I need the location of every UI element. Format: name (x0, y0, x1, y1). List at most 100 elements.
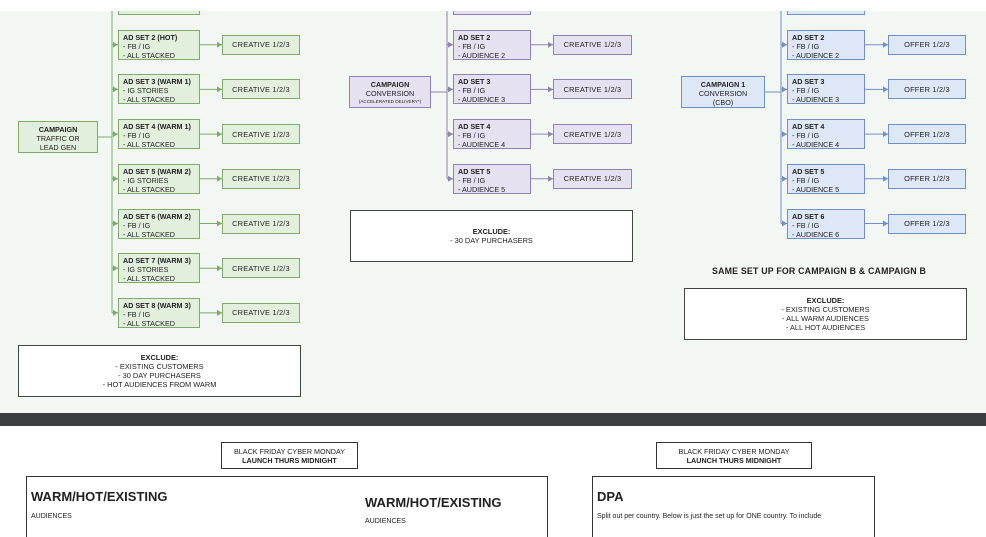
ad-set-line: - AUDIENCE 3 (458, 95, 506, 105)
ad-set-line: - ALL STACKED (123, 229, 175, 239)
ad-set-box[interactable]: AD SET 6 (WARM 2)- FB / IG- ALL STACKED (118, 208, 200, 239)
ad-set-line: - ALL STACKED (123, 184, 175, 194)
exclude-title: EXCLUDE: (806, 296, 845, 305)
campaign-title: CAMPAIGN (370, 80, 410, 89)
offer-box[interactable]: OFFER 1/2/3 (888, 168, 966, 189)
exclude-line: - 30 DAY PURCHASERS (118, 371, 201, 380)
exclude-line: - EXISTING CUSTOMERS (115, 362, 204, 371)
exclude-box: EXCLUDE:- EXISTING CUSTOMERS- 30 DAY PUR… (18, 345, 301, 397)
launch-banner-left: BLACK FRIDAY CYBER MONDAY LAUNCH THURS M… (221, 442, 358, 469)
ad-set-title: AD SET 6 (WARM 2) (123, 211, 191, 221)
ad-set-title: AD SET 5 (792, 166, 825, 176)
dpa-heading: DPA (597, 489, 624, 504)
ad-set-box[interactable]: AD SET 3- FB / IG- AUDIENCE 3 (453, 74, 531, 105)
ad-set-box[interactable]: AD SET 3 (WARM 1)- IG STORIES- ALL STACK… (118, 74, 200, 105)
ad-set-line: - AUDIENCE 2 (458, 50, 506, 60)
ad-set-title: AD SET 4 (792, 122, 825, 132)
ad-set-line: - FB / IG (458, 131, 486, 141)
ad-set-box[interactable]: AD SET 8 (WARM 3)- FB / IG- ALL STACKED (118, 297, 200, 328)
ad-set-title: AD SET 8 (WARM 3) (123, 300, 191, 310)
creative-box[interactable]: CREATIVE 1/2/3 (553, 168, 632, 189)
campaign-line: (CBO) (712, 98, 734, 107)
ad-set-line: - AUDIENCE 2 (792, 50, 840, 60)
exclude-line: - EXISTING CUSTOMERS (781, 305, 870, 314)
campaign-title: CAMPAIGN 1 (700, 80, 746, 89)
campaign-line: TRAFFIC OR (36, 134, 80, 143)
ad-set-box[interactable]: AD SET 4 (WARM 1)- FB / IG- ALL STACKED (118, 119, 200, 150)
ad-set-line: - FB / IG (792, 86, 820, 96)
ad-set-box[interactable]: AD SET 7 (WARM 3)- IG STORIES- ALL STACK… (118, 253, 200, 284)
ad-set-line: - FB / IG (123, 309, 151, 319)
creative-box[interactable]: CREATIVE 1/2/3 (222, 258, 300, 279)
offer-box[interactable]: OFFER 1/2/3 (888, 79, 966, 100)
dpa-description: Split out per country. Below is just the… (597, 513, 822, 520)
ad-set-title: AD SET 6 (792, 211, 825, 221)
launch-banner-right: BLACK FRIDAY CYBER MONDAY LAUNCH THURS M… (656, 442, 812, 469)
ad-set-box[interactable]: AD SET 2- FB / IG- AUDIENCE 2 (453, 29, 531, 60)
ad-set-box[interactable]: AD SET 4- FB / IG- AUDIENCE 4 (453, 119, 531, 150)
ad-set-title: AD SET 5 (WARM 2) (123, 166, 191, 176)
exclude-line: - 30 DAY PURCHASERS (450, 236, 533, 245)
ad-set-title: AD SET 4 (458, 122, 491, 132)
ad-set-box[interactable]: AD SET 5- FB / IG- AUDIENCE 5 (453, 163, 531, 194)
ad-set-box[interactable]: AD SET 4- FB / IG- AUDIENCE 4 (787, 119, 865, 150)
ad-set-title: AD SET 2 (458, 32, 491, 42)
ad-set-line: - ALL STACKED (123, 95, 175, 105)
campaign-line: CONVERSION (365, 89, 415, 98)
ad-set-title: AD SET 3 (792, 77, 825, 87)
ad-set-title: AD SET 2 (HOT) (123, 32, 178, 42)
ad-set-line: - AUDIENCE 3 (792, 95, 840, 105)
offer-box[interactable]: OFFER 1/2/3 (888, 124, 966, 145)
ad-set-line: - ALL STACKED (123, 274, 175, 284)
top-crop-edge (0, 0, 986, 11)
ad-set-box[interactable]: AD SET 5- FB / IG- AUDIENCE 5 (787, 163, 865, 194)
ad-set-line: - AUDIENCE 5 (792, 184, 840, 194)
panel-heading: WARM/HOT/EXISTING (31, 489, 168, 504)
ad-set-line: - ALL STACKED (123, 50, 175, 60)
ad-set-line: - IG STORIES (123, 175, 169, 185)
campaign-title: CAMPAIGN (38, 125, 78, 134)
offer-box[interactable]: OFFER 1/2/3 (888, 213, 966, 234)
panel-subheading: AUDIENCES (31, 513, 72, 520)
dpa-panel: DPA Split out per country. Below is just… (592, 476, 875, 537)
ad-set-box[interactable]: AD SET 3- FB / IG- AUDIENCE 3 (787, 74, 865, 105)
exclude-title: EXCLUDE: (472, 227, 511, 236)
creative-box[interactable]: CREATIVE 1/2/3 (553, 79, 632, 100)
creative-box[interactable]: CREATIVE 1/2/3 (222, 34, 300, 55)
ad-set-box[interactable]: AD SET 2- FB / IG- AUDIENCE 2 (787, 29, 865, 60)
ad-set-line: - ALL STACKED (123, 140, 175, 150)
campaign-line: LEAD GEN (39, 143, 77, 152)
creative-box[interactable]: CREATIVE 1/2/3 (553, 34, 632, 55)
exclude-line: - HOT AUDIENCES FROM WARM (102, 380, 217, 389)
creative-box[interactable]: CREATIVE 1/2/3 (222, 302, 300, 323)
ad-set-line: - IG STORIES (123, 265, 169, 275)
exclude-title: EXCLUDE: (140, 353, 179, 362)
ad-set-box[interactable]: AD SET 2 (HOT)- FB / IG- ALL STACKED (118, 29, 200, 60)
creative-box[interactable]: CREATIVE 1/2/3 (553, 124, 632, 145)
exclude-box: EXCLUDE:- 30 DAY PURCHASERS (350, 210, 633, 262)
banner-line-1: BLACK FRIDAY CYBER MONDAY (678, 446, 790, 456)
ad-set-line: - IG STORIES (123, 86, 169, 96)
creative-box[interactable]: CREATIVE 1/2/3 (222, 168, 300, 189)
ad-set-line: - FB / IG (792, 41, 820, 51)
ad-set-line: - AUDIENCE 4 (458, 140, 506, 150)
exclude-box: EXCLUDE:- EXISTING CUSTOMERS- ALL WARM A… (684, 288, 967, 340)
offer-box[interactable]: OFFER 1/2/3 (888, 34, 966, 55)
creative-box[interactable]: CREATIVE 1/2/3 (222, 124, 300, 145)
exclude-line: - ALL HOT AUDIENCES (785, 323, 866, 332)
ad-set-line: - ALL STACKED (123, 318, 175, 328)
ad-set-line: - FB / IG (123, 131, 151, 141)
creative-box[interactable]: CREATIVE 1/2/3 (222, 79, 300, 100)
diagram-area (0, 0, 986, 413)
ad-set-box[interactable]: AD SET 5 (WARM 2)- IG STORIES- ALL STACK… (118, 163, 200, 194)
banner-line-1: BLACK FRIDAY CYBER MONDAY (233, 446, 346, 456)
section-divider (0, 413, 986, 426)
exclude-line: - ALL WARM AUDIENCES (782, 314, 869, 323)
ad-set-box[interactable]: AD SET 6- FB / IG- AUDIENCE 6 (787, 208, 865, 239)
ad-set-title: AD SET 5 (458, 166, 491, 176)
creative-box[interactable]: CREATIVE 1/2/3 (222, 213, 300, 234)
ad-set-line: - FB / IG (792, 175, 820, 185)
